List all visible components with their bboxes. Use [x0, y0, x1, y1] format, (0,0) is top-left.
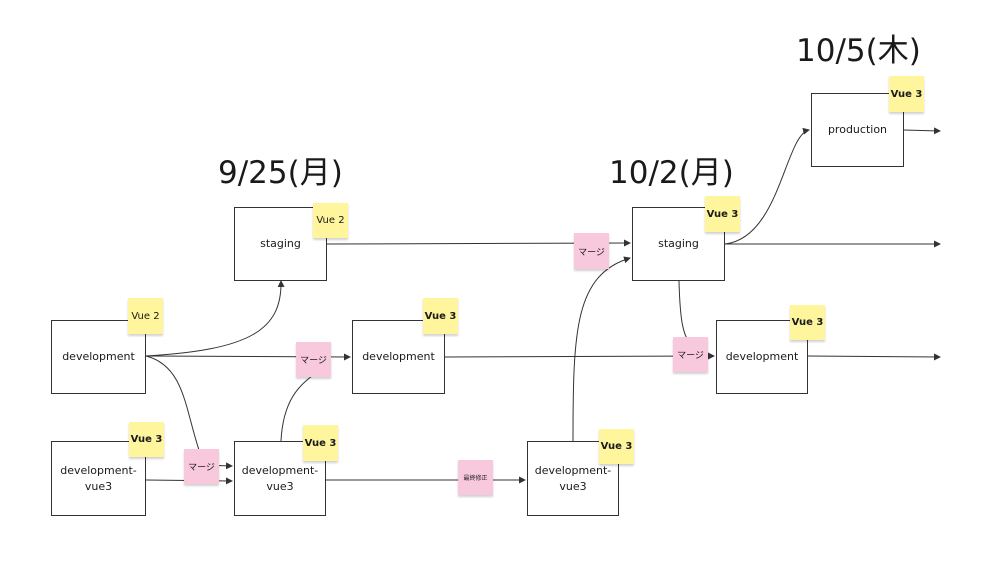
- connector-staging2-to-production: [724, 127, 810, 245]
- sticky-vue3-development-2[interactable]: Vue 3: [423, 298, 458, 334]
- sticky-merge-2[interactable]: マージ: [296, 342, 331, 377]
- node-label-line1: development-: [534, 463, 612, 477]
- node-label: development: [62, 350, 135, 363]
- node-label-line1: development-: [241, 463, 319, 477]
- node-label-line2: vue3: [84, 479, 113, 493]
- sticky-final-fix[interactable]: 最終修正: [458, 460, 493, 495]
- node-production[interactable]: production: [811, 93, 904, 167]
- sticky-merge-1[interactable]: マージ: [184, 449, 219, 484]
- node-label-line2: vue3: [266, 479, 294, 493]
- node-label-line2: vue3: [559, 479, 587, 493]
- node-label: development: [362, 350, 435, 363]
- sticky-vue3-devvue3-1[interactable]: Vue 3: [129, 422, 164, 457]
- connector-devvue3-3-to-staging2: [572, 256, 631, 442]
- node-label: development: [725, 350, 799, 363]
- sticky-merge-3[interactable]: マージ: [574, 233, 609, 269]
- sticky-merge-4[interactable]: マージ: [673, 337, 708, 372]
- connector-dev-to-merge1: [145, 355, 201, 454]
- connector-production-out: [903, 127, 941, 135]
- sticky-vue2-staging[interactable]: Vue 2: [313, 203, 348, 238]
- sticky-vue3-devvue3-3[interactable]: Vue 3: [599, 429, 634, 464]
- node-development-1[interactable]: development: [51, 320, 146, 394]
- connector-dev-to-staging: [145, 280, 285, 357]
- connector-dev3-out: [807, 353, 941, 361]
- node-development-3[interactable]: development: [716, 320, 808, 394]
- node-development-vue3-1[interactable]: development- vue3: [51, 441, 146, 516]
- date-label-0925: 9/25(月): [218, 155, 343, 191]
- connector-devvue3-2-to-merge2: [280, 375, 313, 442]
- node-label: production: [827, 123, 888, 136]
- connector-dev2-to-dev3: [444, 352, 715, 360]
- sticky-vue3-devvue3-2[interactable]: Vue 3: [303, 425, 338, 461]
- sticky-vue3-production[interactable]: Vue 3: [889, 76, 924, 112]
- node-development-vue3-2[interactable]: development- vue3: [234, 441, 326, 516]
- date-label-1002: 10/2(月): [609, 155, 734, 191]
- sticky-vue2-development[interactable]: Vue 2: [128, 298, 163, 334]
- node-label: staging: [658, 237, 699, 250]
- sticky-vue3-development-3[interactable]: Vue 3: [790, 305, 825, 340]
- connector-staging2-to-merge4: [678, 280, 691, 344]
- sticky-vue3-staging[interactable]: Vue 3: [705, 196, 740, 232]
- node-label-line1: development-: [60, 463, 137, 477]
- node-label: staging: [260, 237, 301, 250]
- node-staging-0925[interactable]: staging: [234, 207, 327, 281]
- date-label-1005: 10/5(木): [796, 33, 921, 69]
